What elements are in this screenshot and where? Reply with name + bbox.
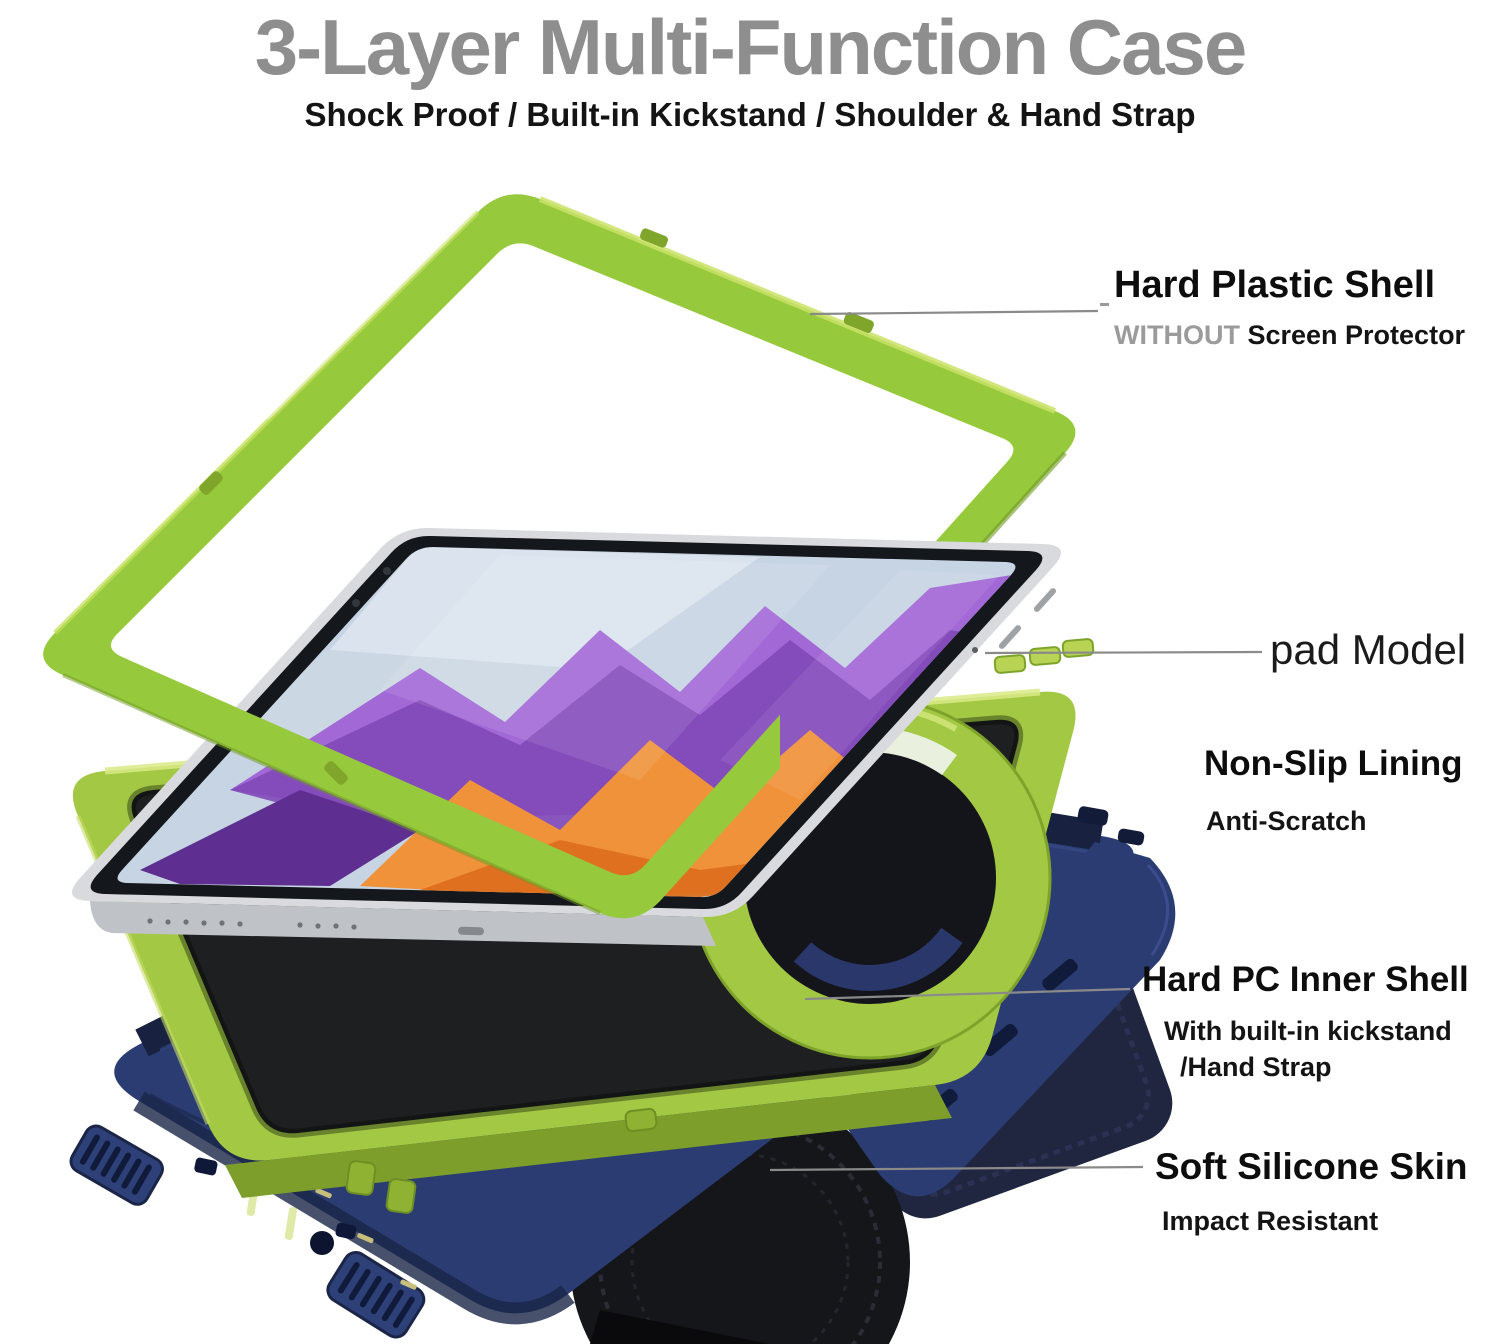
callout-hard-pc-inner-shell-title: Hard PC Inner Shell: [1142, 960, 1469, 999]
callout-hard-pc-inner-shell-note-line2: /Hand Strap: [1180, 1052, 1332, 1082]
tablet-layer: [72, 527, 1061, 946]
leader-line-soft-silicone-skin: [769, 1165, 1144, 1172]
leader-line-hard-pc-inner-shell: [804, 987, 1131, 1001]
grip-ribs-left: [69, 1124, 164, 1206]
leader-line-hard-plastic-shell: [809, 309, 1099, 316]
speaker-holes: [147, 918, 357, 930]
tablet-bottom-edge: [90, 901, 716, 946]
callout-screen-protector-words: Screen Protector: [1239, 320, 1466, 350]
front-camera-dot: [352, 599, 360, 607]
callout-pad-model-label: pad Model: [1270, 626, 1467, 673]
callout-tick-mark: [1100, 303, 1109, 306]
mic-hole: [972, 647, 978, 653]
shell-bottom-tabs: [345, 1107, 658, 1214]
callout-without-word: WITHOUT: [1114, 320, 1240, 350]
grip-ribs-right: [326, 1251, 426, 1339]
callout-hard-pc-inner-shell-note-line1: With built-in kickstand: [1164, 1016, 1452, 1046]
page-subtitle: Shock Proof / Built-in Kickstand / Shoul…: [304, 96, 1196, 133]
callout-non-slip-lining-note: Anti-Scratch: [1206, 806, 1367, 836]
callout-non-slip-lining-title: Non-Slip Lining: [1204, 744, 1463, 783]
leader-line-pad-model: [984, 650, 1263, 655]
callout-hard-plastic-shell-note: WITHOUT Screen Protector: [1114, 320, 1465, 351]
callout-soft-silicone-skin-note: Impact Resistant: [1162, 1206, 1379, 1236]
shell-corner-tabs: [993, 638, 1095, 674]
page-title: 3-Layer Multi-Function Case: [254, 3, 1247, 91]
volume-button: [998, 625, 1022, 649]
power-button: [1033, 588, 1057, 612]
usb-port: [458, 926, 484, 936]
callout-soft-silicone-skin-title: Soft Silicone Skin: [1155, 1146, 1468, 1187]
leader-lines: [769, 303, 1263, 1172]
hard-plastic-shell-frame-front: [43, 330, 780, 919]
callout-hard-plastic-shell-title: Hard Plastic Shell: [1114, 264, 1436, 306]
front-camera-dot: [383, 567, 391, 575]
frame-locking-tabs: [199, 228, 874, 785]
